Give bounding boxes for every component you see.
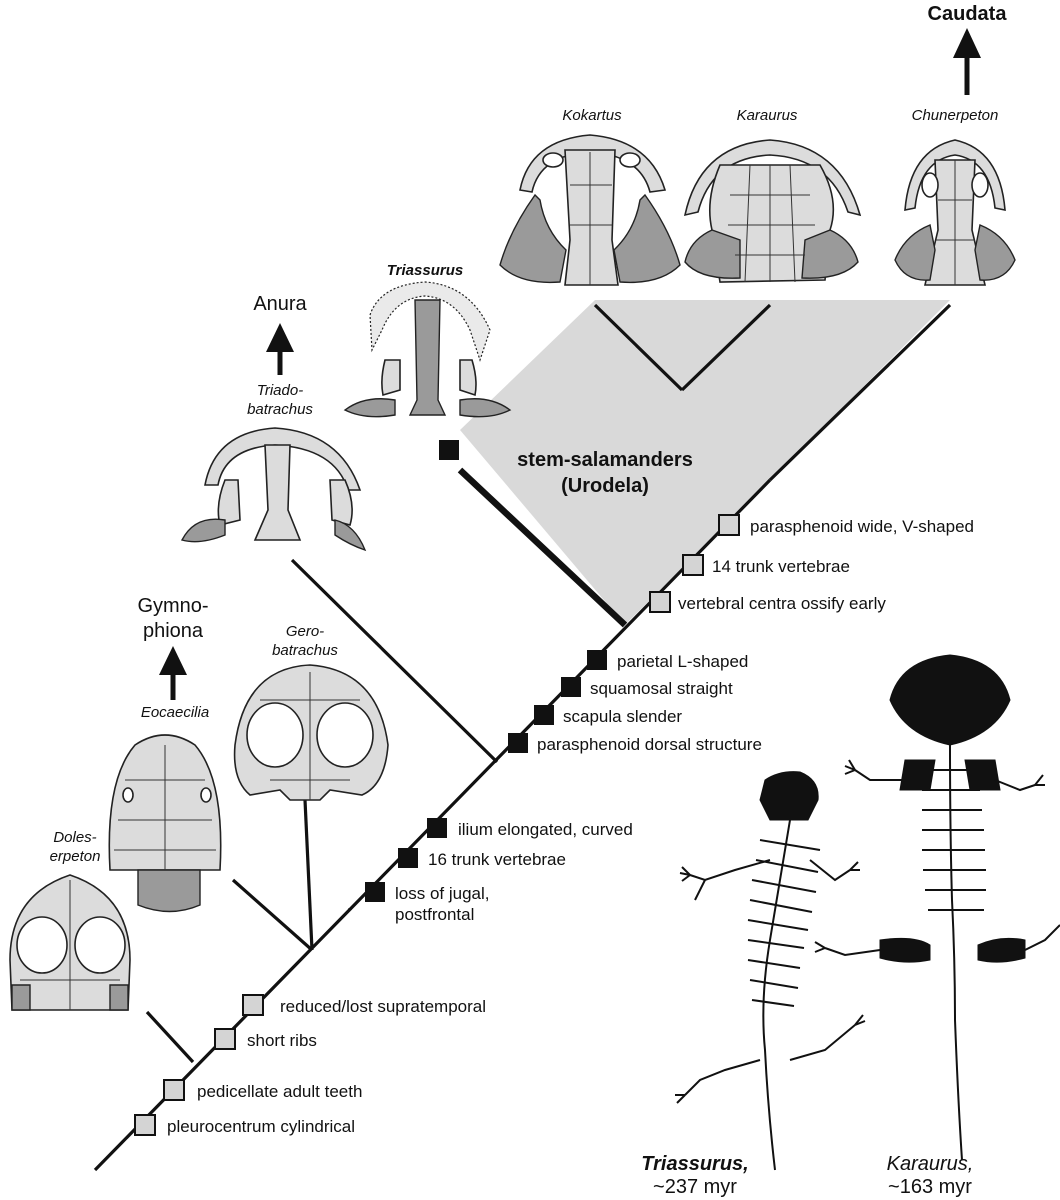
character-loss-of-jugal: loss of jugal, xyxy=(395,884,490,903)
character-pedicellate-teeth: pedicellate adult teeth xyxy=(197,1082,362,1101)
karaurus-skeleton-age: ~163 myr xyxy=(888,1176,972,1198)
caudata-arrow xyxy=(953,28,981,95)
triassurus-label: Triassurus xyxy=(387,262,463,279)
open-marker xyxy=(163,1079,185,1101)
eocaecilia-skull-drawing xyxy=(108,734,222,913)
character-14-trunk-vertebrae: 14 trunk vertebrae xyxy=(712,557,850,576)
character-ilium-elongated: ilium elongated, curved xyxy=(458,820,633,839)
open-marker xyxy=(718,514,740,536)
caudata-label: Caudata xyxy=(928,3,1008,25)
filled-marker xyxy=(534,705,554,725)
stem-salamander-shading xyxy=(460,300,950,625)
filled-marker xyxy=(365,882,385,902)
doleserpeton-label-line1: Doles- xyxy=(53,829,96,846)
character-short-ribs: short ribs xyxy=(247,1031,317,1050)
gerobatrachus-skull-drawing xyxy=(233,664,389,801)
open-marker xyxy=(242,994,264,1016)
doleserpeton-skull-drawing xyxy=(9,874,131,1011)
eocaecilia-label: Eocaecilia xyxy=(141,704,209,721)
filled-marker xyxy=(587,650,607,670)
triadobatrachus-label-line1: Triado- xyxy=(257,382,303,399)
anura-label: Anura xyxy=(253,293,307,315)
karaurus-skull-drawing xyxy=(683,139,862,283)
character-vertebral-centra: vertebral centra ossify early xyxy=(678,594,886,613)
filled-marker xyxy=(398,848,418,868)
filled-marker xyxy=(508,733,528,753)
character-markers xyxy=(134,440,740,1136)
triadobatrachus-skull-drawing xyxy=(180,427,367,552)
gymnophiona-arrow xyxy=(159,646,187,700)
gymnophiona-label-line2: phiona xyxy=(143,620,204,642)
open-marker xyxy=(682,554,704,576)
doleserpeton-label-line2: erpeton xyxy=(50,848,101,865)
chunerpeton-skull-drawing xyxy=(894,139,1016,286)
gerobatrachus-label-line2: batrachus xyxy=(272,642,338,659)
kokartus-skull-drawing xyxy=(499,134,681,286)
character-squamosal-straight: squamosal straight xyxy=(590,679,733,698)
character-16-trunk-vertebrae: 16 trunk vertebrae xyxy=(428,850,566,869)
triassurus-skeleton-name: Triassurus, xyxy=(641,1153,748,1175)
open-marker xyxy=(134,1114,156,1136)
character-scapula-slender: scapula slender xyxy=(563,707,682,726)
triassurus-skeleton-age: ~237 myr xyxy=(653,1176,737,1198)
triassurus-skeleton-silhouette xyxy=(675,771,866,1171)
karaurus-label: Karaurus xyxy=(737,107,798,124)
triassurus-skull-drawing xyxy=(343,281,512,418)
open-marker xyxy=(214,1028,236,1050)
karaurus-skeleton-name: Karaurus, xyxy=(887,1153,974,1175)
chunerpeton-label: Chunerpeton xyxy=(912,107,999,124)
kokartus-label: Kokartus xyxy=(562,107,622,124)
character-postfrontal: postfrontal xyxy=(395,905,474,924)
karaurus-skeleton-silhouette xyxy=(814,654,1060,1161)
triassurus-tip-marker xyxy=(439,440,459,460)
triadobatrachus-label-line2: batrachus xyxy=(247,401,313,418)
urodela-label: (Urodela) xyxy=(561,475,649,497)
character-parasphenoid-wide: parasphenoid wide, V-shaped xyxy=(750,517,974,536)
character-parietal-l-shaped: parietal L-shaped xyxy=(617,652,748,671)
open-marker xyxy=(649,591,671,613)
gerobatrachus-label-line1: Gero- xyxy=(286,623,324,640)
character-reduced-supratemporal: reduced/lost supratemporal xyxy=(280,997,486,1016)
stem-salamanders-label: stem-salamanders xyxy=(517,449,693,471)
filled-marker xyxy=(561,677,581,697)
anura-arrow xyxy=(266,323,294,375)
filled-marker xyxy=(427,818,447,838)
character-pleurocentrum: pleurocentrum cylindrical xyxy=(167,1117,355,1136)
gymnophiona-label-line1: Gymno- xyxy=(137,595,208,617)
character-parasphenoid-dorsal: parasphenoid dorsal structure xyxy=(537,735,762,754)
